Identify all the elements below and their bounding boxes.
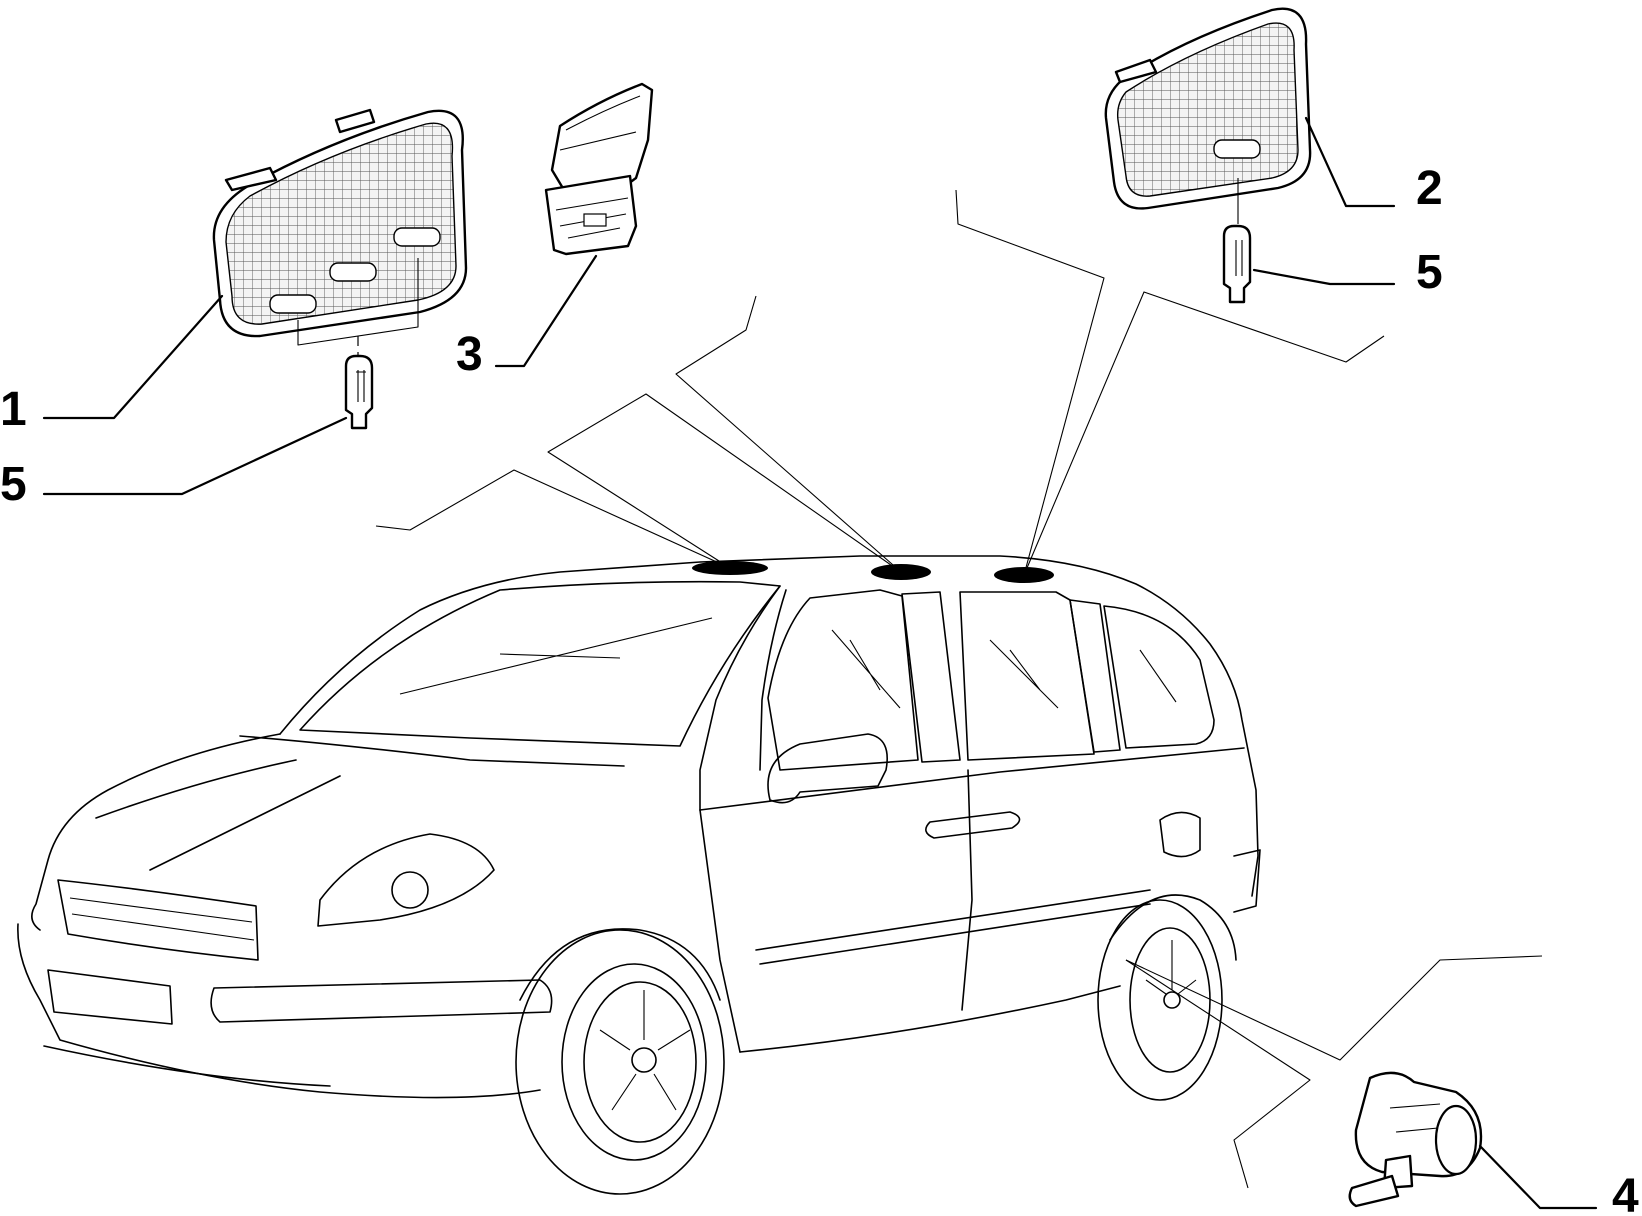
callout-4: 4 (1612, 1170, 1639, 1216)
rear-dome-lamp-icon (1104, 7, 1312, 210)
callout-5-left: 5 (0, 458, 27, 511)
leader-line-4 (1478, 1144, 1598, 1210)
bulb-icon (344, 354, 374, 430)
callout-1: 1 (0, 383, 27, 436)
leader-line-3 (494, 254, 598, 368)
leader-line-1 (42, 294, 224, 420)
front-dome-lamp-icon (212, 108, 468, 338)
guide-lines (375, 189, 1543, 1189)
lamp-switch-icon (544, 82, 654, 256)
leader-line-2 (1304, 116, 1396, 208)
leader-line-5-right (1252, 268, 1396, 286)
car-illustration (17, 555, 1261, 1195)
callout-3: 3 (456, 328, 483, 381)
callout-2: 2 (1416, 162, 1443, 215)
bulb-icon (1222, 224, 1252, 304)
callout-5-right: 5 (1416, 246, 1443, 299)
door-switch-icon (1348, 1071, 1483, 1208)
leader-line-5-left (42, 416, 348, 496)
